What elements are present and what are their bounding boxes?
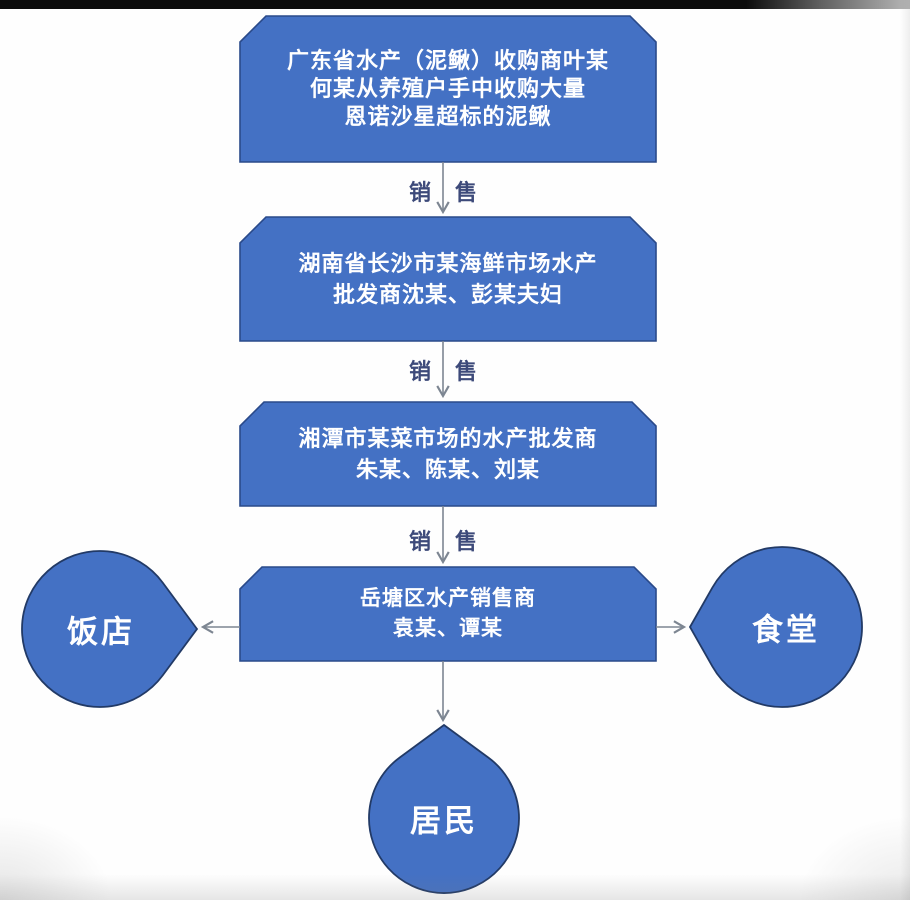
edge-label-sale-2: 销售 — [409, 354, 477, 386]
top-border-bar — [0, 0, 910, 9]
node-line: 岳塘区水产销售商 — [360, 587, 536, 610]
terminal-restaurant: 饭店 — [67, 614, 135, 650]
node-shape-guangdong-purchaser — [239, 15, 657, 163]
edge-label-text: 销售 — [408, 529, 502, 554]
terminal-residents: 居民 — [410, 803, 478, 839]
node-line: 何某从养殖户手中收购大量 — [309, 76, 586, 101]
node-line: 湘潭市某菜市场的水产批发商 — [298, 426, 598, 451]
node-shape-changsha-wholesaler — [239, 216, 657, 342]
edge-label-text: 销售 — [408, 180, 502, 205]
node-line: 湖南省长沙市某海鲜市场水产 — [298, 251, 598, 276]
node-shape-yuetang-seller — [239, 566, 657, 662]
node-xiangtan-wholesaler: 湘潭市某菜市场的水产批发商 朱某、陈某、刘某 — [240, 402, 656, 506]
terminal-shape-restaurant — [21, 550, 199, 708]
terminal-shape-residents — [368, 723, 520, 894]
node-yuetang-seller: 岳塘区水产销售商 袁某、谭某 — [240, 567, 656, 661]
node-shape-xiangtan-wholesaler — [239, 401, 657, 507]
edge-label-sale-3: 销售 — [409, 524, 477, 556]
node-line: 广东省水产（泥鳅）收购商叶某 — [286, 48, 609, 73]
node-line: 恩诺沙星超标的泥鳅 — [344, 104, 552, 129]
terminal-shape-canteen — [688, 546, 863, 708]
terminal-canteen: 食堂 — [752, 612, 820, 648]
node-line: 批发商沈某、彭某夫妇 — [332, 282, 563, 307]
edge-label-text: 销售 — [408, 359, 502, 384]
node-line: 朱某、陈某、刘某 — [355, 457, 540, 482]
node-line: 袁某、谭某 — [393, 617, 503, 640]
node-changsha-wholesaler: 湖南省长沙市某海鲜市场水产 批发商沈某、彭某夫妇 — [240, 217, 656, 341]
edge-label-sale-1: 销售 — [409, 175, 477, 207]
node-guangdong-purchaser: 广东省水产（泥鳅）收购商叶某 何某从养殖户手中收购大量 恩诺沙星超标的泥鳅 — [240, 16, 656, 162]
